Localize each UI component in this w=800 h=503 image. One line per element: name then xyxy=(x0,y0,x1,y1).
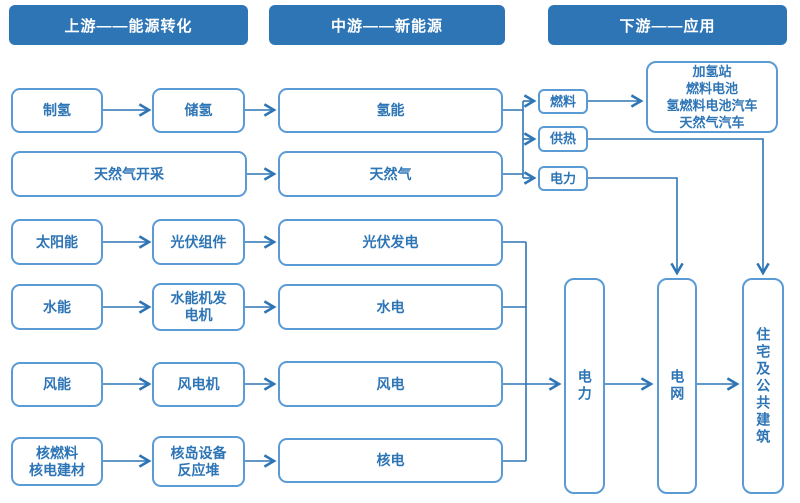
node-heating: 供热 xyxy=(538,126,588,152)
node-hydrogen-storage: 储氢 xyxy=(152,88,245,133)
node-nuclear-island-reactor: 核岛设备 反应堆 xyxy=(152,436,245,487)
node-power-grid: 电网 xyxy=(657,278,697,494)
node-power-output: 电力 xyxy=(538,166,588,191)
header-upstream: 上游——能源转化 xyxy=(9,5,248,45)
node-hydro-generator: 水能机发 电机 xyxy=(152,283,245,331)
header-downstream: 下游——应用 xyxy=(548,5,787,45)
node-residential-public-buildings: 住宅及公共建筑 xyxy=(742,278,784,494)
node-wind-turbine: 风电机 xyxy=(152,362,245,407)
header-midstream: 中游——新能源 xyxy=(269,5,505,45)
node-fuel: 燃料 xyxy=(538,89,588,114)
node-natural-gas-mining: 天然气开采 xyxy=(11,151,247,197)
node-wind-power: 风电 xyxy=(278,361,503,407)
edge-heating-to-buildings xyxy=(588,138,770,276)
node-electric-power: 电力 xyxy=(564,278,605,494)
node-hydrogen-energy: 氢能 xyxy=(278,88,503,133)
node-nuclear-fuel-materials: 核燃料 核电建材 xyxy=(11,437,103,486)
node-hydro-power: 水电 xyxy=(278,284,503,330)
edge-power-output-to-grid xyxy=(588,177,684,276)
node-solar-energy: 太阳能 xyxy=(11,219,103,265)
node-pv-power: 光伏发电 xyxy=(278,219,503,266)
connector-lines xyxy=(103,94,770,468)
node-wind-energy: 风能 xyxy=(11,362,103,407)
node-nuclear-power: 核电 xyxy=(278,438,503,483)
node-natural-gas: 天然气 xyxy=(278,151,503,197)
node-hydro-energy: 水能 xyxy=(11,284,103,330)
node-hydrogen-applications: 加氢站 燃料电池 氢燃料电池汽车 天然气汽车 xyxy=(646,61,778,133)
node-pv-module: 光伏组件 xyxy=(152,219,245,265)
node-hydrogen-production: 制氢 xyxy=(11,88,103,133)
